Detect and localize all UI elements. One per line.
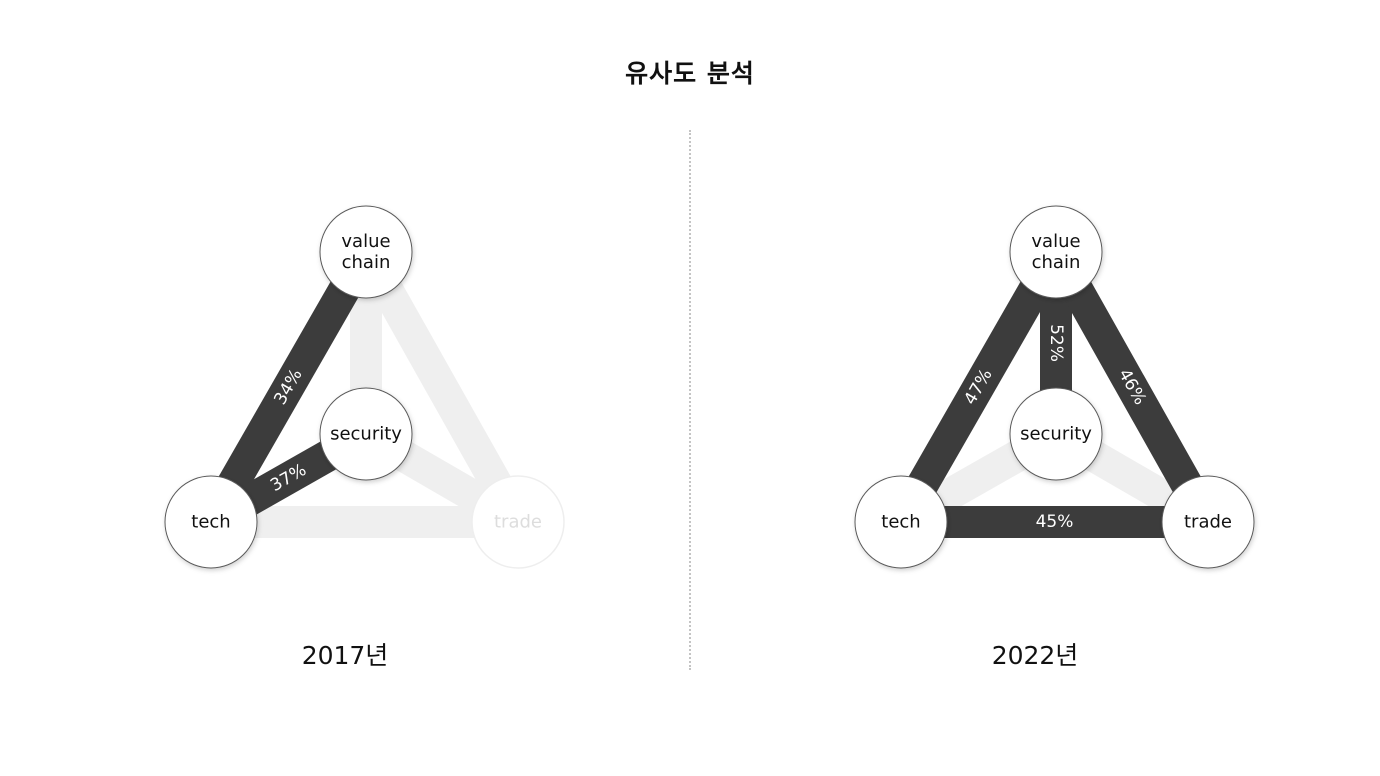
year-label-2017: 2017년 — [301, 641, 389, 670]
year-label-2022: 2022년 — [991, 641, 1079, 670]
edge-label: 45% — [1036, 512, 1074, 532]
node-label: value — [1031, 231, 1080, 252]
node-circle — [1009, 205, 1103, 299]
edge-value-chain-trade — [1042, 244, 1222, 530]
node-trade: trade — [1161, 475, 1255, 569]
node-circle — [854, 475, 948, 569]
edge-value-chain-trade — [352, 244, 532, 530]
node-circle — [471, 475, 565, 569]
node-circle — [319, 387, 413, 481]
edge-label: 52% — [1046, 324, 1066, 362]
node-label: tech — [191, 512, 230, 533]
edge-value-chain-tech — [887, 244, 1070, 530]
node-tech: tech — [854, 475, 948, 569]
node-label: security — [330, 424, 402, 445]
node-label: trade — [1184, 512, 1232, 533]
panel-divider — [689, 130, 691, 670]
node-label: security — [1020, 424, 1092, 445]
edge-value-chain-tech — [197, 244, 380, 530]
node-circle — [319, 205, 413, 299]
node-security: security — [319, 387, 413, 481]
node-tech: tech — [164, 475, 258, 569]
node-circle — [1009, 387, 1103, 481]
node-security: security — [1009, 387, 1103, 481]
node-label: chain — [1032, 252, 1081, 273]
node-label: tech — [881, 512, 920, 533]
node-label: value — [341, 231, 390, 252]
page-title: 유사도 분석 — [625, 59, 755, 88]
node-circle — [1161, 475, 1255, 569]
node-label: chain — [342, 252, 391, 273]
node-label: trade — [494, 512, 542, 533]
node-trade: trade — [471, 475, 565, 569]
node-circle — [164, 475, 258, 569]
